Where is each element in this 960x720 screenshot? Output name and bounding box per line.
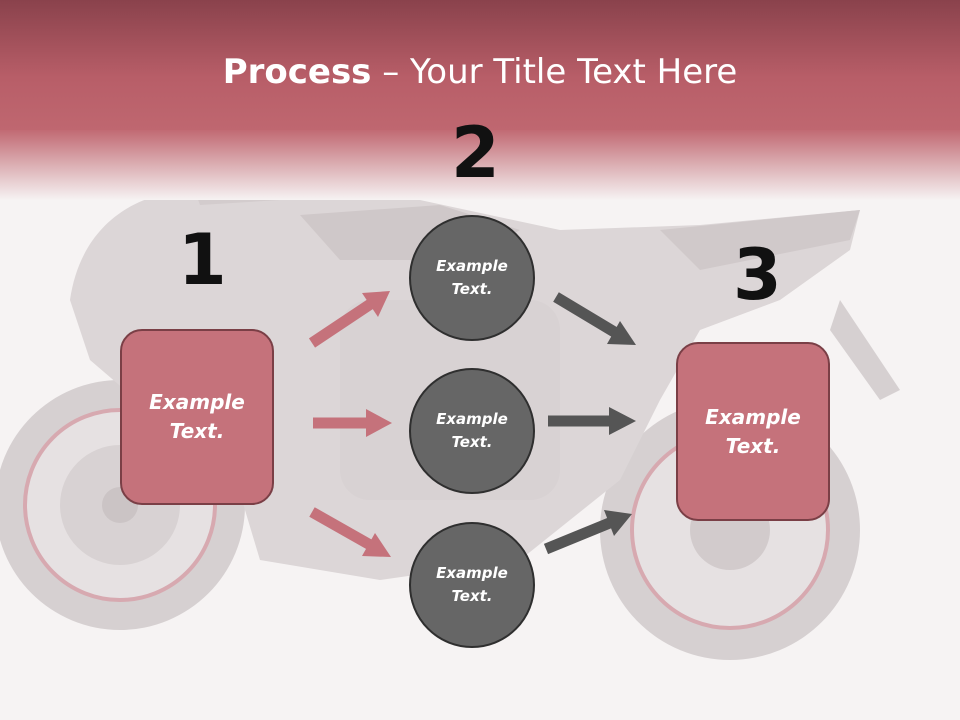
step-number-2: 2 — [451, 112, 500, 194]
circle-label-bottom: Example Text. — [436, 564, 508, 605]
process-circle-bottom[interactable]: Example Text. — [409, 522, 535, 648]
step-number-3: 3 — [733, 234, 782, 316]
title-bold: Process — [222, 52, 372, 92]
title-rest: – Your Title Text Here — [371, 52, 738, 92]
process-circle-top[interactable]: Example Text. — [409, 215, 535, 341]
right-box-label: Example Text. — [705, 404, 801, 458]
step-number-1: 1 — [178, 219, 227, 301]
left-text-box[interactable]: Example Text. — [120, 329, 274, 505]
right-text-box[interactable]: Example Text. — [676, 342, 830, 521]
circle-label-top: Example Text. — [436, 257, 508, 298]
circle-label-middle: Example Text. — [436, 410, 508, 451]
page-title: Process – Your Title Text Here — [0, 52, 960, 92]
left-box-label: Example Text. — [149, 390, 245, 443]
process-circle-middle[interactable]: Example Text. — [409, 368, 535, 494]
